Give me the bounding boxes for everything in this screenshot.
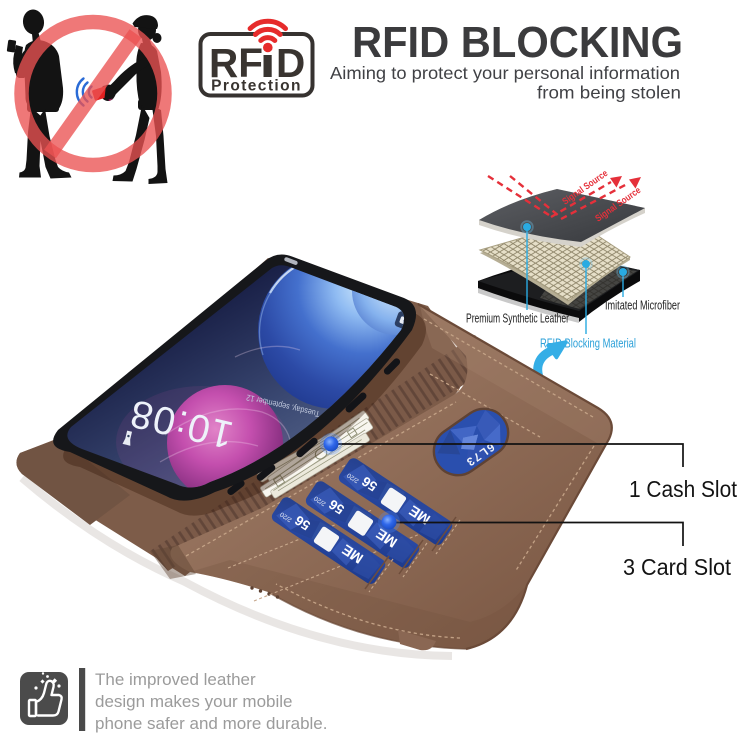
- svg-text:RF: RF: [209, 40, 263, 86]
- svg-text:D: D: [276, 40, 305, 86]
- svg-text:phone safer and more durable.: phone safer and more durable.: [95, 714, 328, 733]
- svg-text:Aiming to protect your persona: Aiming to protect your personal informat…: [330, 63, 680, 83]
- svg-text:Premium Synthetic Leather: Premium Synthetic Leather: [466, 312, 569, 326]
- svg-text:Imitated Microfiber: Imitated Microfiber: [605, 299, 680, 313]
- svg-text:The improved leather: The improved leather: [95, 670, 256, 689]
- svg-text:3 Card Slot: 3 Card Slot: [623, 554, 732, 580]
- svg-text:RFID BLOCKING: RFID BLOCKING: [352, 18, 683, 67]
- svg-text:1 Cash Slot: 1 Cash Slot: [629, 476, 738, 502]
- svg-text:design makes your mobile: design makes your mobile: [95, 692, 292, 711]
- svg-text:Protection: Protection: [211, 78, 302, 95]
- svg-text:from being stolen: from being stolen: [537, 83, 681, 103]
